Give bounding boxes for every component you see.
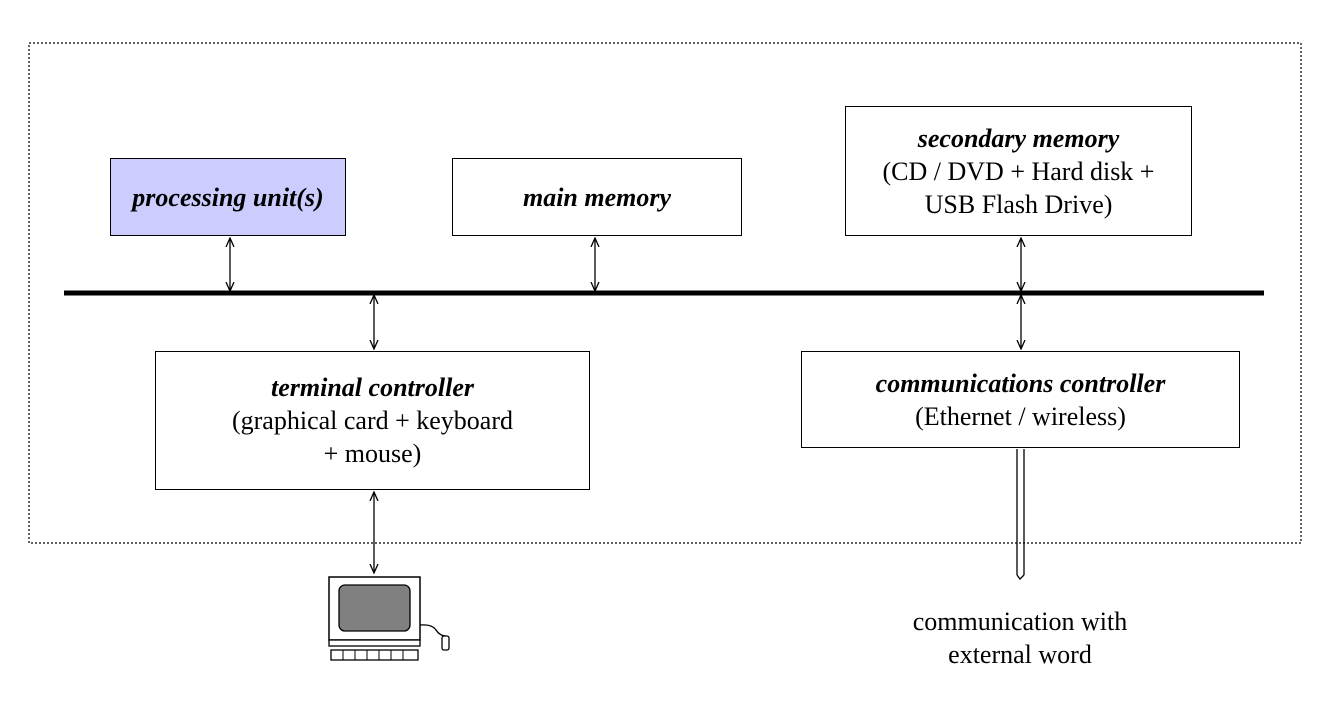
external-communication-label: communication with external word	[880, 605, 1160, 671]
processing-unit-box: processing unit(s)	[110, 158, 346, 236]
processing-unit-title: processing unit(s)	[132, 182, 324, 212]
main-memory-title: main memory	[522, 182, 672, 212]
external-label-line2: external word	[948, 640, 1092, 669]
external-label-line1: communication with	[912, 607, 1128, 636]
secondary-memory-box: secondary memory (CD / DVD + Hard disk +…	[845, 106, 1192, 236]
terminal-controller-detail-line2: + mouse)	[323, 439, 422, 468]
terminal-controller-detail-line1: (graphical card + keyboard	[231, 406, 514, 435]
communications-controller-detail: (Ethernet / wireless)	[915, 401, 1126, 431]
system-boundary	[28, 42, 1302, 544]
communications-controller-box: communications controller (Ethernet / wi…	[801, 351, 1240, 448]
computer-terminal-icon	[328, 576, 450, 661]
secondary-memory-detail-line1: (CD / DVD + Hard disk +	[882, 156, 1155, 186]
external-cable	[1016, 449, 1025, 580]
main-memory-box: main memory	[452, 158, 742, 236]
communications-controller-title: communications controller	[875, 368, 1166, 398]
secondary-memory-detail-line2: USB Flash Drive)	[924, 189, 1113, 219]
terminal-controller-title: terminal controller	[271, 373, 474, 402]
secondary-memory-title: secondary memory	[917, 123, 1120, 153]
terminal-controller-box: terminal controller (graphical card + ke…	[155, 351, 590, 490]
